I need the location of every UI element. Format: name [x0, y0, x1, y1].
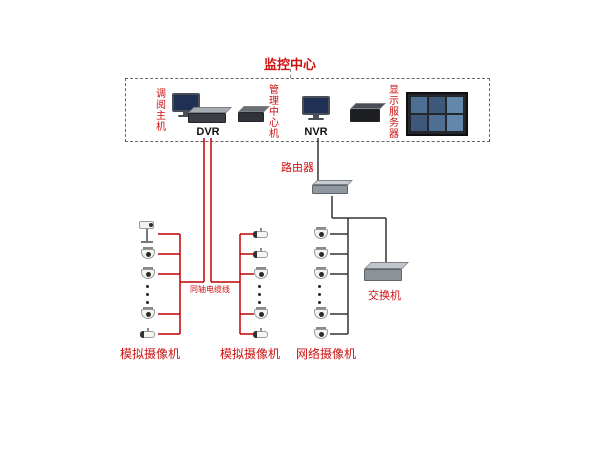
dvr-front-face — [188, 113, 226, 123]
router-label: 路由器 — [281, 162, 314, 174]
switch-top-face — [364, 262, 409, 269]
bullet-camera-icon — [138, 328, 158, 340]
display-server-top-face — [350, 103, 386, 109]
dome-camera-icon — [252, 267, 270, 281]
nvr-device-icon — [302, 96, 330, 120]
management-center-label: 管理中心机 — [266, 84, 278, 139]
display-server-front-face — [350, 109, 380, 122]
title-connector — [290, 69, 291, 78]
network-dome-camera-icon — [312, 267, 330, 281]
nvr-label: NVR — [304, 126, 328, 138]
monitor-base — [178, 115, 194, 117]
ptz-camera-icon — [137, 221, 157, 245]
network-dome-camera-icon — [312, 307, 330, 321]
network-camera-group-label: 网络摄像机 — [295, 347, 356, 361]
nvr-stand — [313, 115, 319, 118]
switch-icon — [364, 262, 409, 281]
switch-label: 交换机 — [368, 290, 401, 302]
bullet-camera-icon — [251, 228, 271, 240]
monitor-stand — [183, 112, 189, 115]
dvr-device-icon — [188, 107, 232, 123]
dome-camera-icon — [139, 307, 157, 321]
network-wires — [317, 138, 387, 335]
dome-camera-icon — [139, 247, 157, 261]
monitor-center-boundary — [125, 78, 490, 142]
router-front-face — [312, 185, 348, 194]
dvr-top-face — [188, 107, 232, 113]
management-center-device-icon — [238, 106, 270, 122]
dvr-label: DVR — [196, 126, 220, 138]
nvr-base — [308, 118, 324, 120]
router-icon — [312, 180, 353, 194]
bullet-camera-icon — [251, 248, 271, 260]
coax-cable-label: 同轴电缆线 — [190, 285, 230, 294]
analog-camera-group-label-left: 模拟摄像机 — [119, 347, 180, 361]
ellipsis-dots — [318, 285, 321, 304]
display-server-icon — [350, 103, 386, 122]
ellipsis-dots — [258, 285, 261, 304]
display-server-label: 显示服务器 — [386, 84, 398, 139]
router-top-face — [312, 180, 353, 185]
network-dome-camera-icon — [312, 247, 330, 261]
viewer-host-label: 调阅主机 — [153, 88, 165, 132]
analog-camera-group-label-mid: 模拟摄像机 — [219, 347, 280, 361]
diagram-title: 监控中心 — [263, 57, 316, 72]
dome-camera-icon — [252, 307, 270, 321]
nvr-screen — [302, 96, 330, 115]
coax-wires — [158, 138, 254, 335]
network-dome-camera-icon — [312, 227, 330, 241]
ellipsis-dots — [146, 285, 149, 304]
mgmt-front-face — [238, 112, 264, 122]
bullet-camera-icon — [251, 328, 271, 340]
tv-wall-display — [406, 92, 468, 136]
dome-camera-icon — [139, 267, 157, 281]
switch-front-face — [364, 269, 402, 281]
network-dome-camera-icon — [312, 327, 330, 341]
